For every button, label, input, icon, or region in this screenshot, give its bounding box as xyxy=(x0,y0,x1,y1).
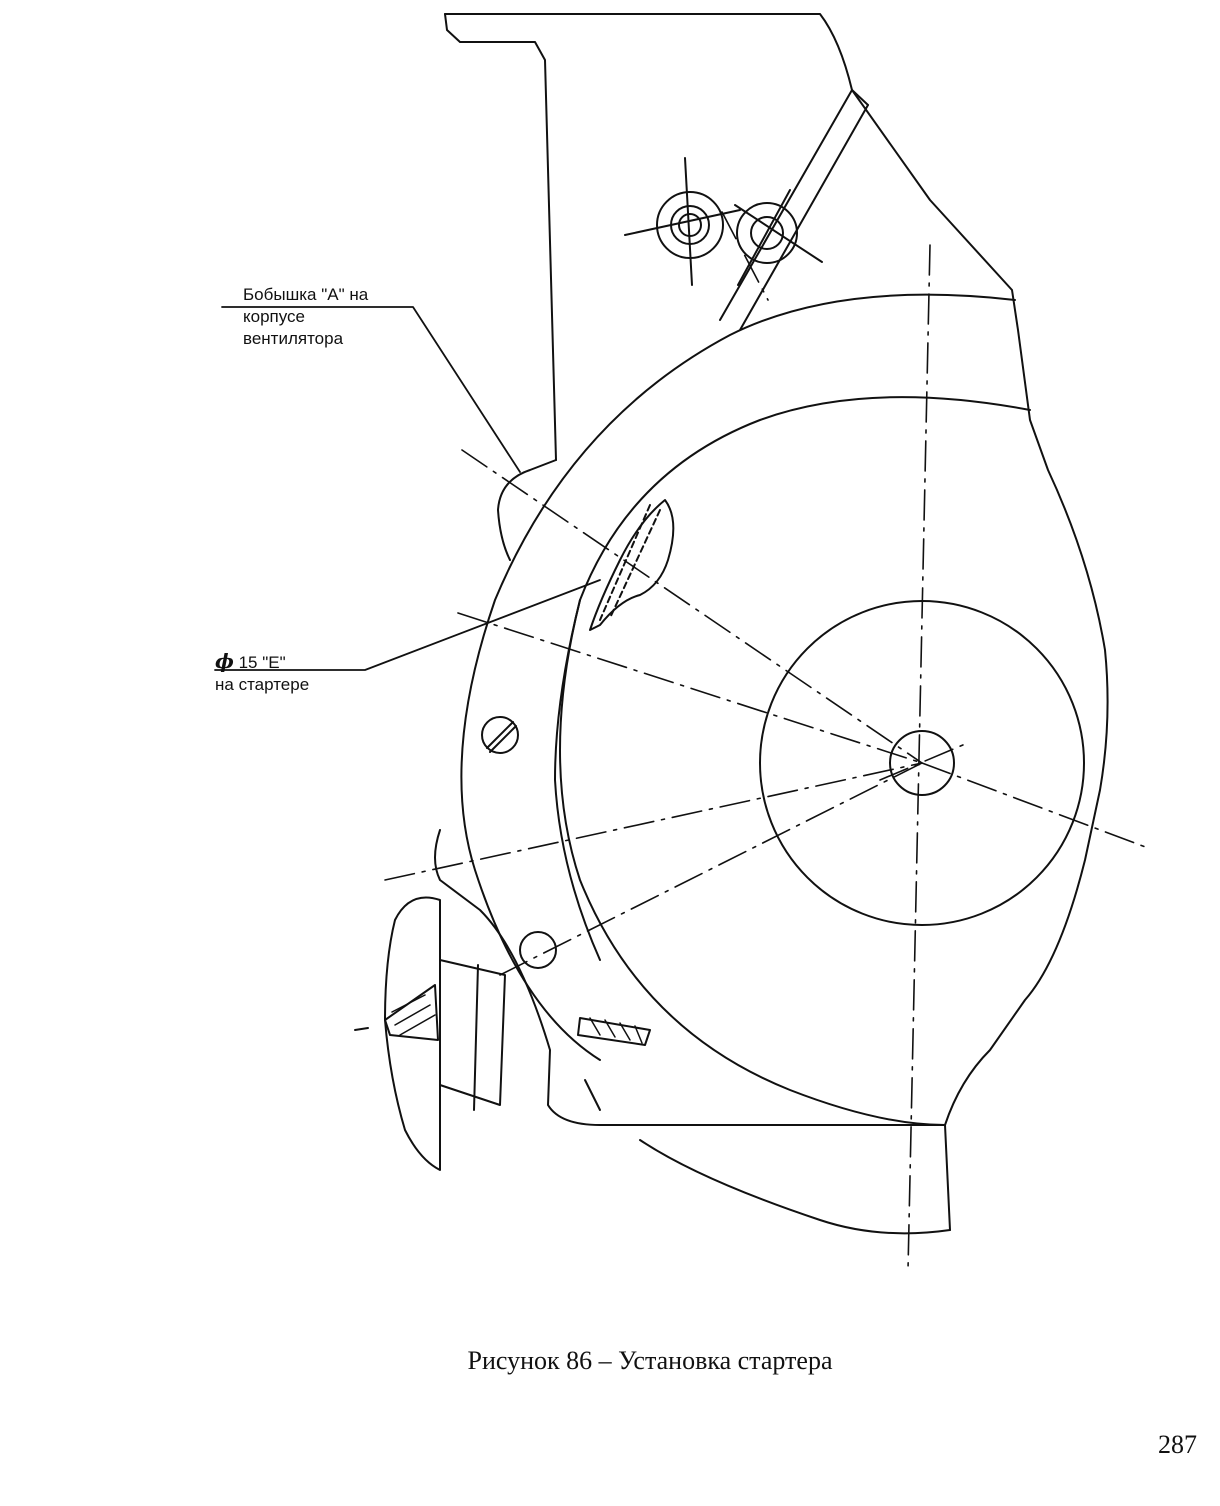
starter-flange xyxy=(460,293,1031,1126)
label-hole-e-line2: на стартере xyxy=(215,675,310,694)
label-boss-a-line3: вентилятора xyxy=(243,329,344,348)
starter-window xyxy=(589,499,675,631)
label-boss-a-line1: Бобышка "А" на xyxy=(243,285,369,304)
diameter-symbol: ϕ xyxy=(215,649,234,673)
center-lines xyxy=(384,211,1149,1271)
label-hole-e: ϕ 15 "Е" на стартере xyxy=(215,650,355,696)
flange-features xyxy=(481,716,557,969)
label-hole-e-text: 15 "Е" xyxy=(238,653,286,672)
figure-caption: Рисунок 86 – Установка стартера xyxy=(467,1346,833,1375)
page-number: 287 xyxy=(1158,1430,1197,1459)
label-boss-a: Бобышка "А" на корпусе вентилятора xyxy=(243,284,403,350)
housing-rib xyxy=(624,89,869,331)
label-boss-a-line2: корпусе xyxy=(243,307,306,326)
lower-bracket xyxy=(354,896,651,1171)
fan-housing-outline xyxy=(434,13,1109,1235)
leader-lines xyxy=(214,306,601,671)
